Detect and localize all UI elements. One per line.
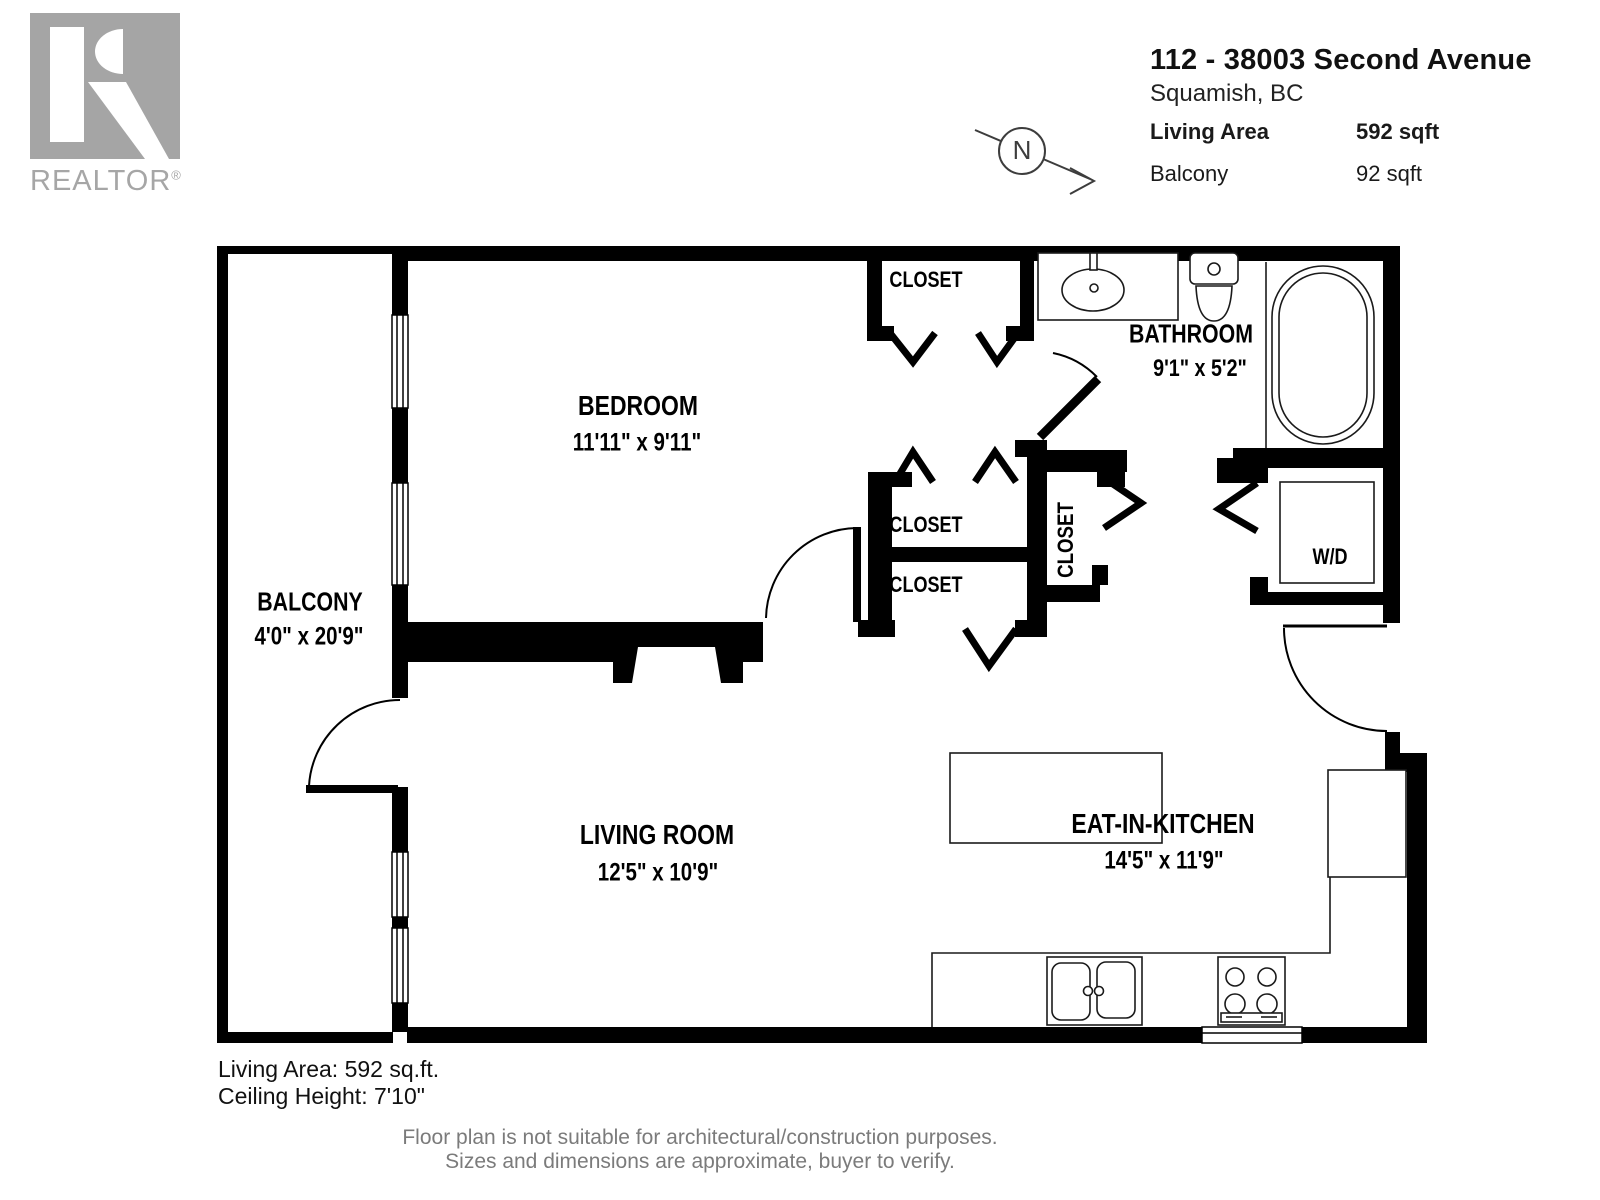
bifold-doors: [887, 330, 1259, 673]
footer-ceiling-height: Ceiling Height: 7'10": [218, 1083, 425, 1109]
washer-dryer-unit: [1279, 481, 1375, 584]
kitchen-counter: [931, 877, 1331, 1027]
kitchen-island: [949, 752, 1163, 844]
realtor-logo-text: REALTOR®: [30, 165, 230, 198]
fixtures: [931, 252, 1407, 1027]
north-arrow: [974, 127, 1097, 195]
kitchen-window: [1201, 1026, 1303, 1044]
north-letter: N: [1012, 134, 1032, 165]
balcony-window: [391, 314, 409, 1004]
closet-label-lower: CLOSET: [889, 572, 963, 597]
balcony-area-label: Balcony: [1150, 161, 1229, 186]
room-label-living-room: LIVING ROOM: [579, 819, 735, 850]
room-dims-balcony: 4'0" x 20'9": [254, 622, 364, 651]
north-arrow-head: [1069, 167, 1097, 195]
balcony-door: [306, 698, 401, 793]
room-label-bedroom: BEDROOM: [578, 390, 698, 421]
kitchen-sink: [1046, 956, 1143, 1026]
registered-mark: ®: [171, 167, 182, 183]
laundry-label: W/D: [1312, 544, 1348, 569]
listing-address: 112 - 38003 Second Avenue: [1150, 44, 1532, 76]
room-dims-bedroom: 11'11" x 9'11": [572, 428, 702, 457]
bathroom-door: [1036, 352, 1102, 441]
entry-door: [1283, 624, 1388, 732]
realtor-logo-mark: [30, 13, 180, 159]
listing-city: Squamish, BC: [1150, 80, 1304, 107]
closet-label-hall: CLOSET: [1053, 502, 1078, 578]
balcony-area-value: 92 sqft: [1356, 161, 1423, 186]
fireplace-opening: [632, 647, 721, 683]
living-area-value: 592 sqft: [1356, 119, 1440, 144]
closet-label-middle: CLOSET: [889, 512, 963, 537]
bathtub: [1265, 262, 1375, 448]
windows: [391, 314, 1303, 1044]
realtor-wordmark: REALTOR: [30, 165, 172, 197]
stove: [1217, 956, 1286, 1026]
disclaimer-line2: Sizes and dimensions are approximate, bu…: [445, 1150, 955, 1173]
room-dims-living-room: 12'5" x 10'9": [597, 858, 719, 887]
walls: [217, 246, 1427, 1043]
room-label-bathroom: BATHROOM: [1129, 318, 1253, 349]
room-dims-kitchen: 14'5" x 11'9": [1104, 846, 1224, 875]
disclaimer-line1: Floor plan is not suitable for architect…: [402, 1126, 998, 1149]
realtor-logo: REALTOR®: [30, 13, 230, 198]
bedroom-door: [765, 527, 861, 622]
north-arrow-circle: [998, 127, 1046, 175]
room-label-balcony: BALCONY: [257, 586, 363, 617]
room-label-kitchen: EAT-IN-KITCHEN: [1071, 808, 1255, 839]
fridge: [1327, 769, 1407, 878]
living-area-label: Living Area: [1150, 119, 1269, 144]
closet-label-top: CLOSET: [889, 267, 963, 292]
room-dims-bathroom: 9'1" x 5'2": [1153, 355, 1247, 382]
bathroom-vanity-sink: [1037, 252, 1179, 321]
toilet: [1189, 252, 1239, 322]
doors: [306, 330, 1388, 793]
footer-living-area: Living Area: 592 sq.ft.: [218, 1056, 440, 1082]
